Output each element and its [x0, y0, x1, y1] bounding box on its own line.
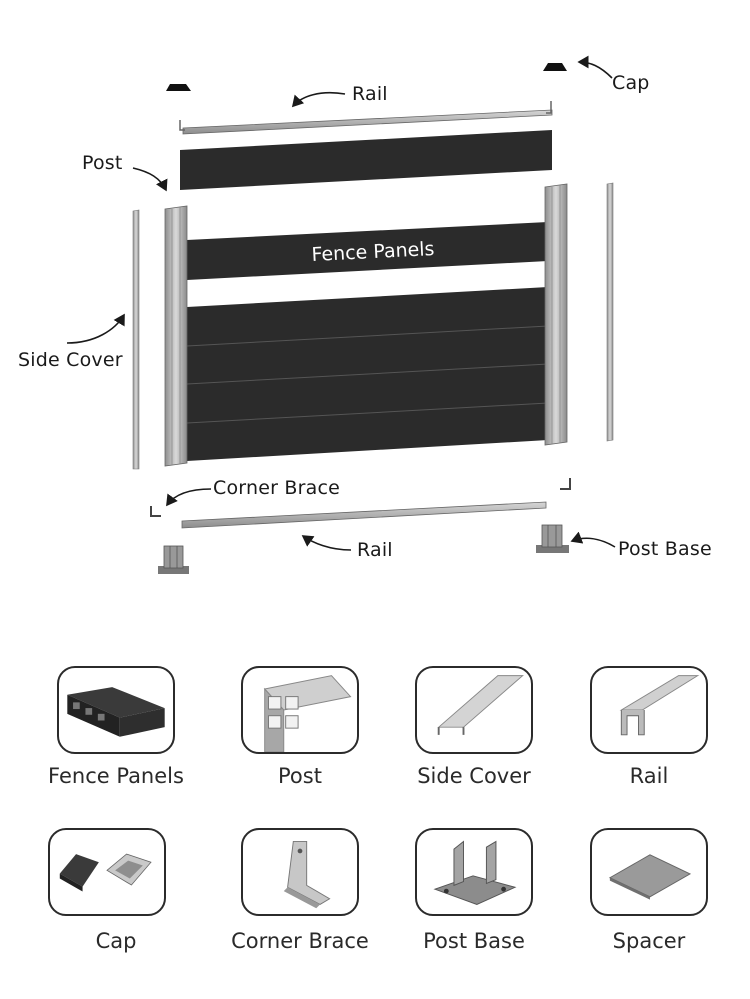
catalog-label-post-base: Post Base	[423, 929, 525, 953]
arrow-corner-brace	[166, 488, 212, 507]
cap-left	[166, 84, 191, 91]
post-profile-icon	[241, 666, 359, 754]
parts-catalog: Fence Panels Post Side Cover Rail Cap Co…	[0, 600, 750, 999]
arrow-rail-top	[291, 91, 346, 108]
side-cover-right	[606, 182, 614, 442]
corner-brace-left	[150, 506, 161, 517]
post-base-left	[158, 545, 189, 574]
catalog-label-fence-panels: Fence Panels	[48, 764, 184, 788]
arrow-rail-bottom	[301, 535, 352, 551]
rail-profile-icon	[590, 666, 708, 754]
post-left	[164, 205, 188, 467]
callout-side-cover: Side Cover	[18, 349, 123, 371]
arrow-post	[132, 167, 168, 192]
side-cover-icon	[415, 666, 533, 754]
catalog-label-post: Post	[278, 764, 322, 788]
bottom-rail	[181, 501, 547, 529]
post-base-right	[536, 524, 569, 553]
catalog-label-corner-brace: Corner Brace	[231, 929, 369, 953]
arrow-cap	[577, 55, 613, 79]
arrow-post-base	[570, 531, 616, 548]
corner-brace-icon	[241, 828, 359, 916]
catalog-label-side-cover: Side Cover	[417, 764, 531, 788]
post-right	[544, 183, 568, 446]
catalog-label-spacer: Spacer	[612, 929, 686, 953]
callout-rail-top: Rail	[352, 83, 388, 105]
corner-brace-right	[560, 478, 571, 490]
post-base-icon	[415, 828, 533, 916]
fence-assembly-drawing: Fence Panels	[66, 55, 616, 574]
cap-right	[543, 63, 567, 71]
callout-arrows	[66, 55, 616, 551]
exploded-fence-diagram: Fence Panels Rail Cap Post Side Cover Co…	[18, 55, 712, 574]
top-rail	[179, 101, 553, 135]
post-cap-icon	[48, 828, 166, 916]
arrow-side-cover	[66, 313, 125, 344]
side-cover-left	[132, 209, 140, 470]
callout-cap: Cap	[612, 72, 650, 94]
top-fence-panel	[180, 130, 552, 190]
fence-panel-icon	[57, 666, 175, 754]
catalog-label-cap: Cap	[95, 929, 137, 953]
callout-post: Post	[82, 152, 123, 174]
callout-post-base: Post Base	[618, 538, 712, 560]
spacer-icon	[590, 828, 708, 916]
catalog-label-rail: Rail	[629, 764, 669, 788]
callout-rail-bottom: Rail	[357, 539, 393, 561]
callout-corner-brace: Corner Brace	[213, 477, 340, 499]
assembled-fence-panels	[186, 222, 549, 461]
